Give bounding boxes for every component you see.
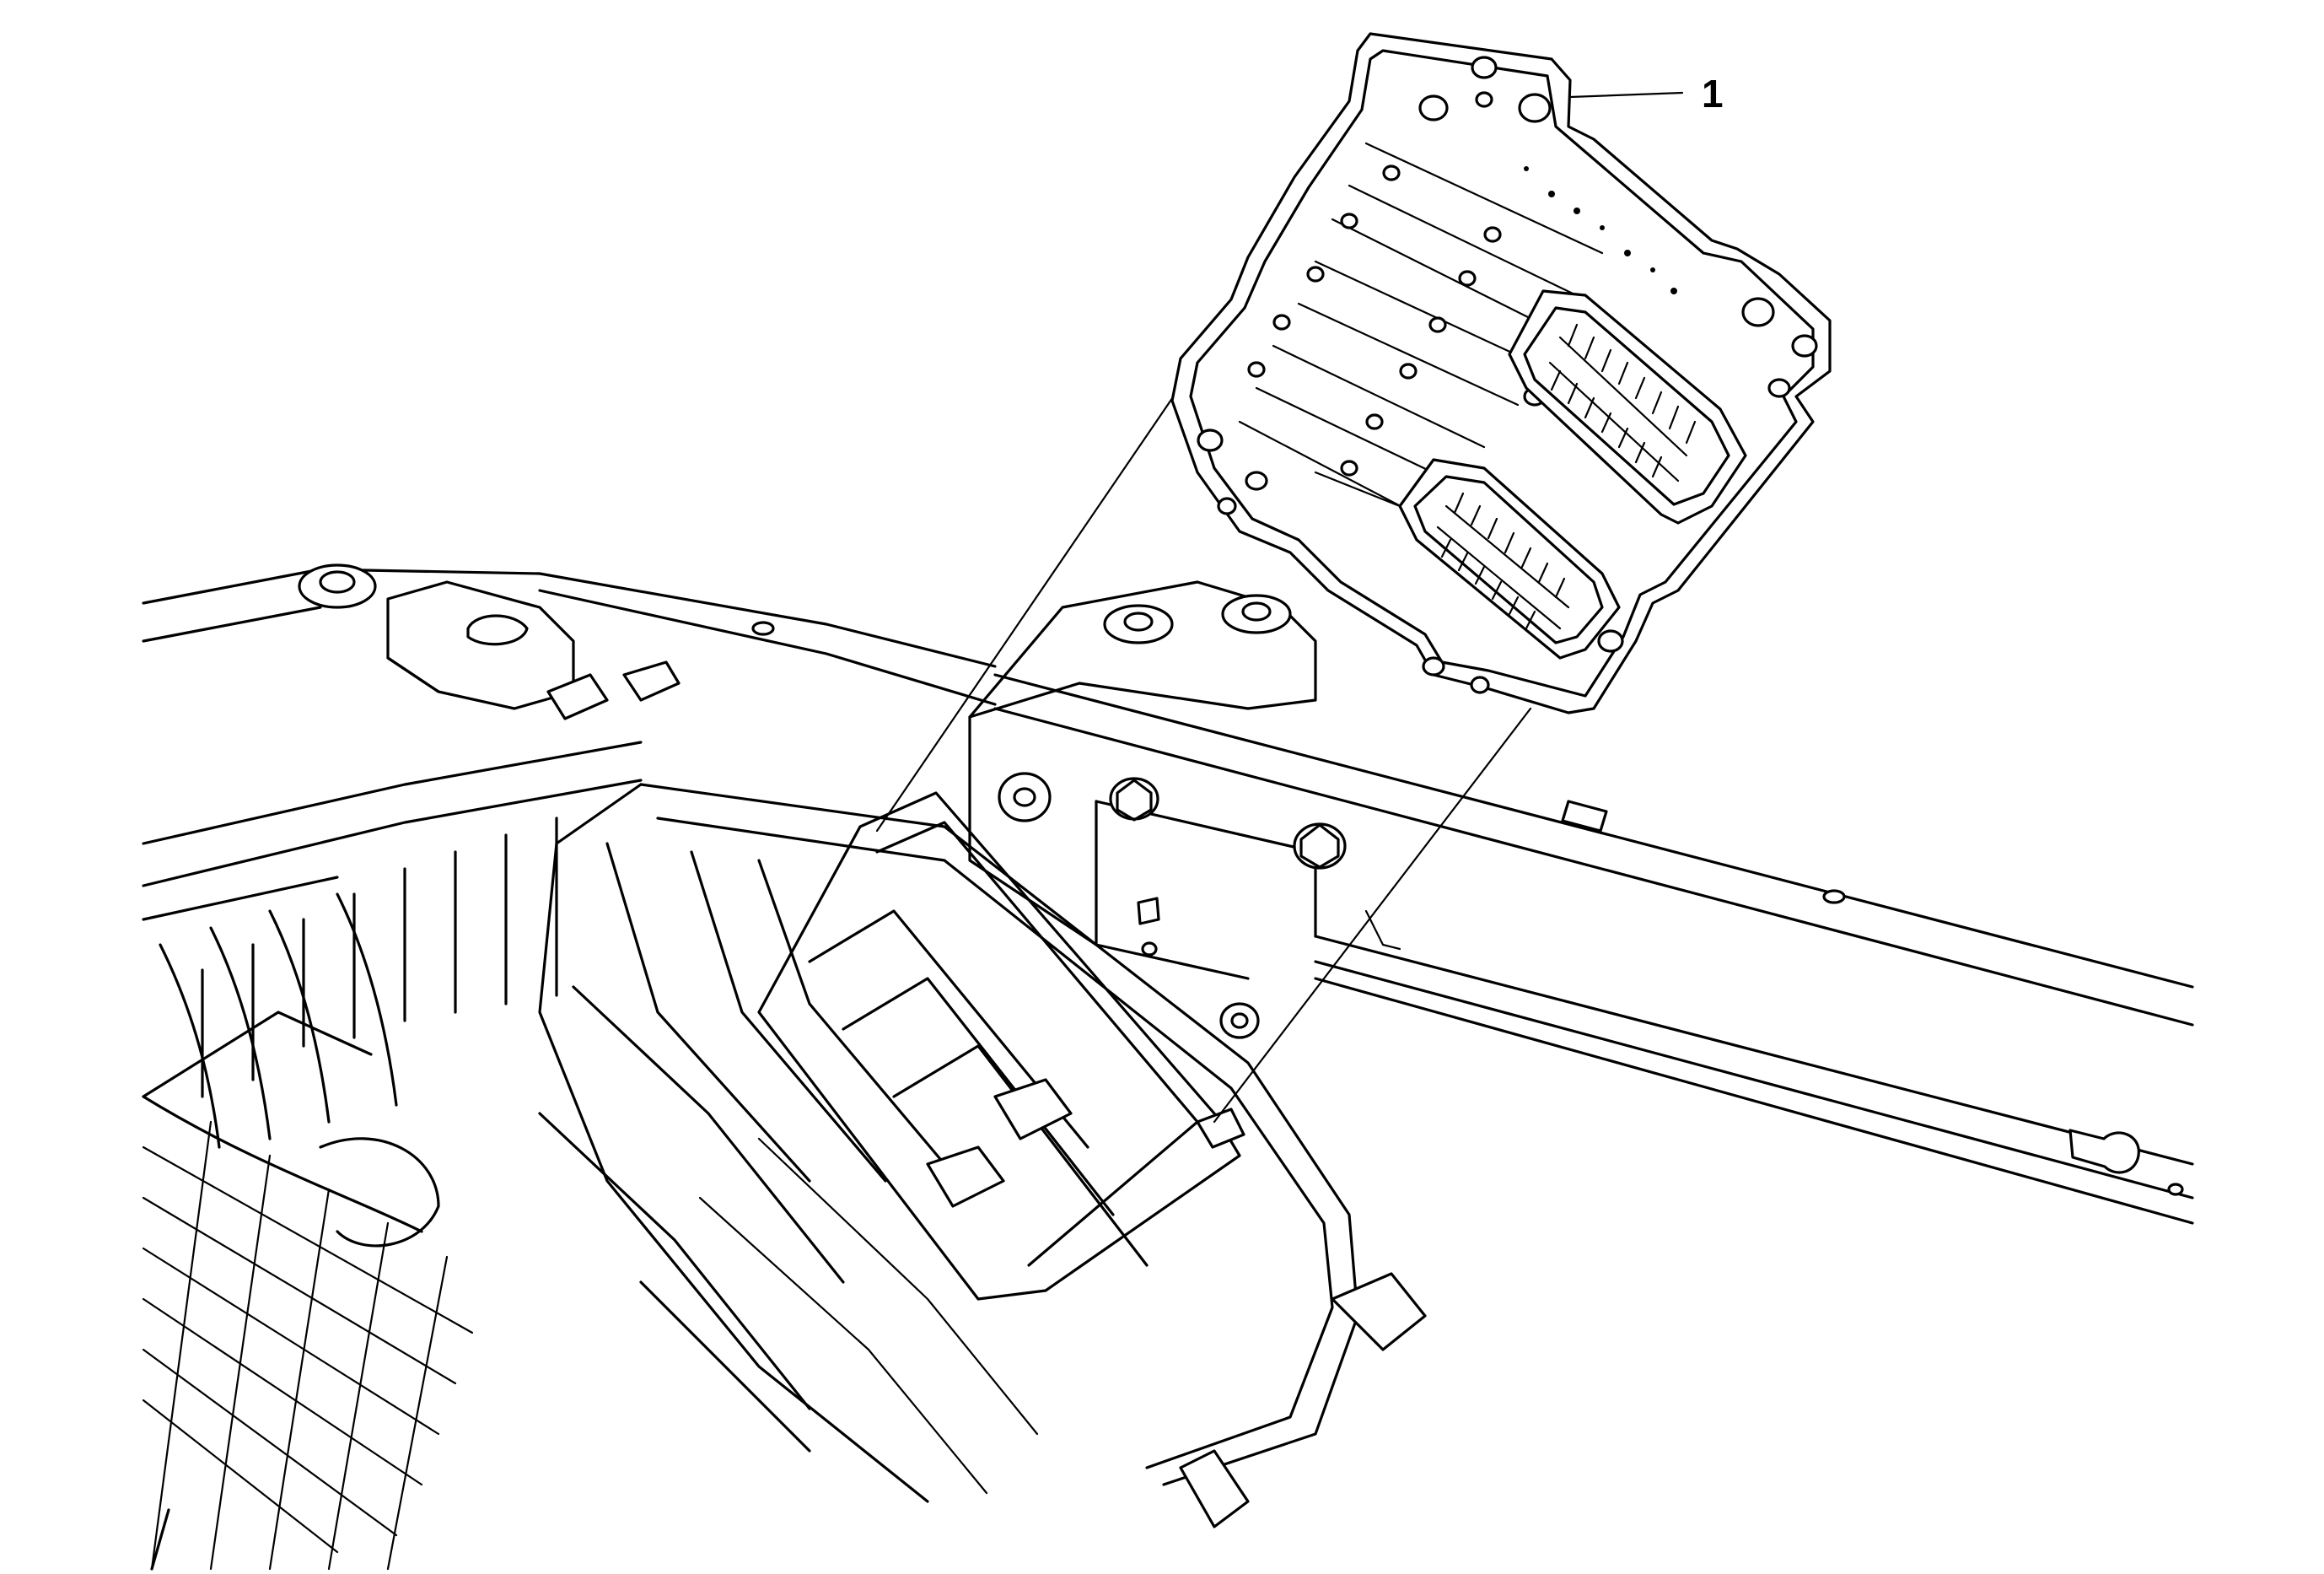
ecm-mounting-bracket (968, 580, 1347, 1039)
mounting-nut (1219, 1002, 1260, 1039)
alignment-lines (875, 391, 1532, 1124)
upper-frame-rail (142, 563, 997, 921)
mounting-bolt (1293, 822, 1347, 870)
callout-leader-1 (1568, 91, 1684, 99)
ecm-install-location (757, 791, 1245, 1301)
ecm-connector-upper (1508, 289, 1747, 525)
ecm-connector-lower (1398, 458, 1621, 660)
callout-label-1: 1 (1702, 72, 1724, 116)
mounting-nut (998, 772, 1052, 822)
engine-control-module (1170, 32, 1832, 714)
mounting-bolt (1109, 777, 1159, 822)
cross-member-beam (993, 673, 2194, 1225)
hvac-duct-housing (142, 783, 1427, 1571)
